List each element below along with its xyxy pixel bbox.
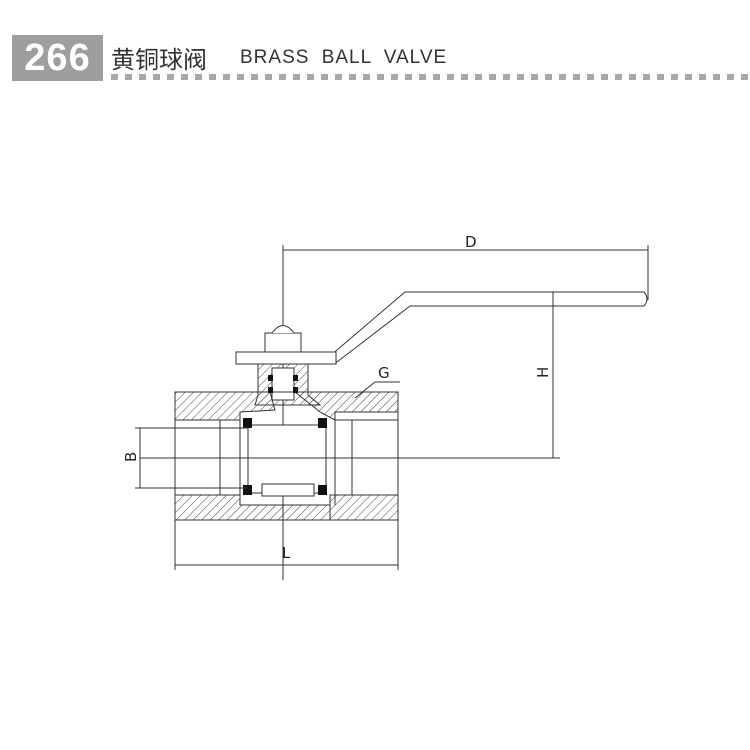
dotted-divider	[111, 74, 750, 80]
dimension-G-leader	[354, 381, 400, 399]
label-H: H	[534, 367, 552, 378]
body-bottom	[174, 494, 331, 521]
seals	[243, 375, 327, 495]
body-right-top	[293, 391, 399, 421]
product-number-badge: 266	[12, 35, 103, 81]
label-G: G	[378, 364, 390, 382]
title-english: BRASS BALL VALVE	[240, 47, 448, 68]
label-B: B	[122, 452, 140, 462]
label-D: D	[465, 233, 477, 251]
ball	[247, 424, 327, 494]
label-L: L	[282, 544, 291, 562]
stop-plate	[235, 351, 337, 365]
title-chinese: 黄铜球阀	[111, 46, 207, 74]
nut	[264, 332, 302, 353]
handle	[329, 291, 648, 363]
body-left-top	[174, 391, 276, 421]
